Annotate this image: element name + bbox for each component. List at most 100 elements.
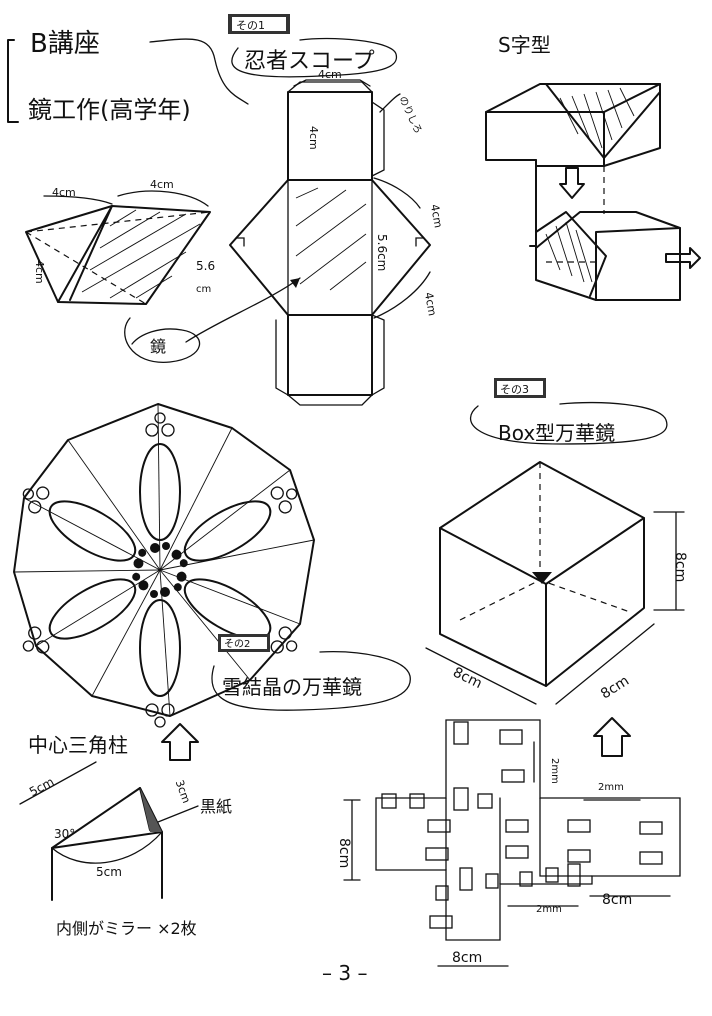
mirror-label-oval (124, 317, 201, 363)
dim-right-upper-arc (373, 177, 421, 209)
prism-outline (25, 205, 211, 305)
right-angle-left (235, 237, 245, 247)
up-arrow-right (593, 717, 631, 757)
part1-title: 忍者スコープ (244, 49, 375, 74)
course-title: B講座 (30, 29, 100, 59)
net-middle-folds (287, 179, 373, 316)
petal (22, 486, 147, 569)
black-paper-face (140, 788, 162, 832)
header: B講座 鏡工作(高学年) (7, 29, 249, 124)
page-number: – 3 – (322, 961, 367, 985)
box-net-folds (445, 797, 593, 885)
snowflake-petals (22, 412, 298, 728)
dim-right-lower-arc (373, 271, 431, 319)
net-glue-flap (371, 101, 385, 177)
s-flow-arrow-right (665, 247, 701, 269)
cube-width-right-dim (555, 623, 655, 705)
prism-right-edge-a: 5.6 (196, 259, 215, 273)
black-paper-label: 黒紙 (200, 797, 232, 816)
prism-top-left-arc (43, 195, 113, 205)
cube-edges (439, 517, 645, 687)
net-bottom-flaps (275, 314, 385, 396)
s-flow-arrow-down (559, 167, 585, 199)
edge-top: 5cm (27, 775, 56, 800)
dim-middle-length: 5.6cm (375, 234, 389, 271)
center-triangular-prism: 中心三角柱 5cm 30° 5cm 3cm 黒紙 内側がミラー ×2枚 (19, 733, 232, 938)
dim-right-upper: 4cm (428, 203, 445, 229)
prism-top-right: 4cm (150, 178, 174, 191)
prism-right-edge-b: cm (196, 284, 211, 295)
part1-heading: その1 忍者スコープ (228, 14, 398, 78)
dim-right-lower: 4cm (422, 291, 439, 317)
s-hidden-lines (546, 166, 605, 263)
s-top-block (485, 83, 661, 247)
gap-top: 2mm (549, 758, 560, 784)
part3-title: Box型万華鏡 (498, 421, 615, 445)
prism-top-left: 4cm (52, 186, 76, 199)
net-top-square (287, 91, 373, 181)
part3-badge: その3 (500, 383, 529, 396)
prism-top-right-arc (117, 190, 209, 207)
petal (139, 587, 181, 728)
dim-top-width: 4cm (318, 68, 342, 81)
side-right: 8cm (602, 892, 632, 908)
part3-title-oval (469, 401, 668, 445)
dim-top-arc (293, 79, 371, 87)
net-bottom-flap (287, 394, 373, 406)
edge-side: 3cm (173, 778, 193, 805)
dodecagon-outline (13, 403, 315, 717)
edge-top-dim (19, 761, 97, 805)
net-middle-hatch (295, 187, 367, 291)
cube-height-dim (653, 511, 685, 611)
part2-title: 雪結晶の万華鏡 (222, 675, 362, 699)
prism-left-edge: 4cm (33, 260, 46, 284)
header-bracket (7, 39, 19, 123)
part1-badge: その1 (236, 19, 265, 32)
ninja-scope-net: 4cm 4cm のりしろ 5.6cm 4cm 4cm (229, 68, 445, 406)
prism-hatch (81, 209, 201, 299)
prism-hidden-edges (25, 211, 211, 305)
petal (22, 572, 149, 654)
petal (173, 571, 298, 654)
s-shape-scope: S字型 (485, 33, 701, 301)
mirror-label: 鏡 (150, 337, 166, 356)
mirror-pointer (185, 277, 301, 343)
petal (171, 486, 298, 568)
side-left-dim (343, 799, 361, 881)
cube-viewing-hole (532, 572, 552, 584)
black-paper-pointer (157, 805, 199, 823)
petal (139, 412, 181, 553)
right-angle-right (415, 237, 425, 247)
gap-bottom: 2mm (536, 904, 562, 915)
s-bottom-mirror-hatch (545, 221, 593, 283)
part2-badge-inner (221, 637, 267, 649)
course-subtitle: 鏡工作(高学年) (28, 96, 191, 124)
angle-30: 30° (54, 827, 75, 841)
s-bottom-mirror (535, 211, 607, 297)
box-net: 2mm 2mm 2mm 8cm 8cm 8cm (336, 719, 681, 967)
s-bottom-edges (595, 227, 681, 301)
cube-width-left-dim (425, 647, 537, 705)
part3-badge-inner (497, 381, 543, 395)
dim-side-left: 4cm (307, 126, 320, 150)
dim-glue-flap: のりしろ (396, 94, 424, 135)
prism-edge (57, 205, 113, 303)
s-shape-title: S字型 (498, 33, 551, 57)
s-top-mirror-hatch (559, 87, 635, 149)
bottom-width: 8cm (452, 950, 482, 966)
part2-title-oval (211, 651, 411, 711)
net-top-flap (287, 81, 373, 93)
header-connector (149, 38, 249, 105)
cube-width-left: 8cm (450, 664, 484, 692)
center-prism-title: 中心三角柱 (28, 733, 128, 757)
snowflake-kaleidoscope: その2 雪結晶の万華鏡 (13, 403, 411, 728)
part1-title-oval (231, 37, 398, 78)
net-bottom-square (287, 314, 373, 396)
center-prism-arc (51, 831, 163, 864)
mirror-pointer-arrowhead (290, 278, 300, 288)
cube-height: 8cm (672, 552, 688, 582)
side-left: 8cm (336, 838, 352, 868)
cube-width-right: 8cm (598, 673, 632, 703)
net-middle (229, 179, 431, 316)
